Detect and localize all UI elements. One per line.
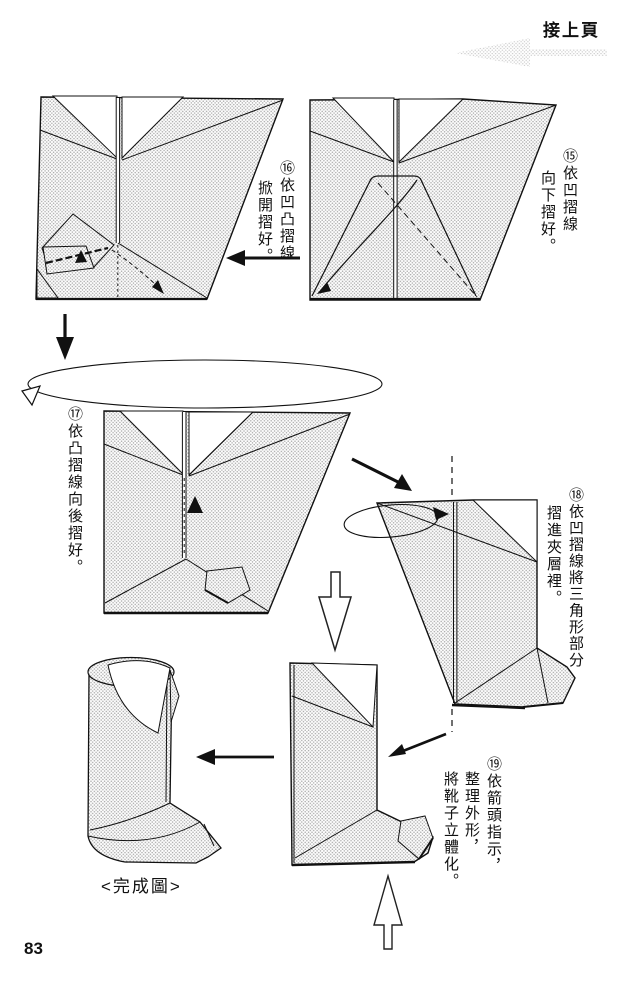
- diagram-step-15: [309, 97, 557, 301]
- white-outline-up-arrow-icon: [373, 873, 403, 950]
- step19-instruction-col1: ⑲依箭頭指示，: [485, 756, 502, 875]
- arrowhead: [152, 280, 164, 294]
- step16-instruction-col2: 掀開摺好。: [256, 180, 273, 265]
- white-outline-down-arrow-icon: [317, 571, 353, 653]
- diagram-step-17: [103, 410, 352, 615]
- diagram-step-16: [35, 95, 285, 301]
- black-diagonal-arrow-icon: [388, 732, 447, 757]
- step18-instruction-col1: ⑱依凹摺線將三角形部分: [567, 487, 584, 669]
- arrowhead: [317, 282, 331, 294]
- fold-curl-ellipse-arrow-icon: [343, 503, 449, 539]
- step19-instruction-col3: 將靴子立體化。: [442, 771, 459, 890]
- step15-instruction-col2: 向下摺好。: [539, 170, 556, 255]
- diagram-step-18: [343, 456, 576, 732]
- step16-instruction-col1: ⑯依凹凸摺線: [278, 160, 295, 262]
- black-diagonal-arrow-icon: [351, 457, 412, 491]
- fold-direction-curve: [321, 179, 418, 290]
- fold-arrowhead: [75, 250, 87, 263]
- continued-left-arrow-icon: [455, 38, 607, 67]
- step19-instruction-col2: 整理外形，: [463, 771, 480, 856]
- black-down-arrow-icon: [56, 314, 74, 360]
- step18-instruction-col2: 摺進夾層裡。: [545, 505, 562, 607]
- diagram-step-19: [289, 662, 434, 867]
- continued-from-previous-page-label: 接上頁: [543, 21, 600, 40]
- step17-instruction: ⑰依凸摺線向後摺好。: [66, 406, 83, 576]
- diagram-completed-boot: [87, 656, 222, 864]
- flip-over-ellipse-arrow-icon: [21, 359, 383, 409]
- black-left-arrow-icon: [226, 250, 300, 266]
- black-left-arrow-icon: [196, 749, 274, 765]
- push-arrowhead: [187, 496, 203, 513]
- page-number: 83: [24, 939, 43, 958]
- step15-instruction-col1: ⑮依凹摺線: [561, 148, 578, 233]
- completed-figure-label: <完成圖>: [101, 877, 182, 896]
